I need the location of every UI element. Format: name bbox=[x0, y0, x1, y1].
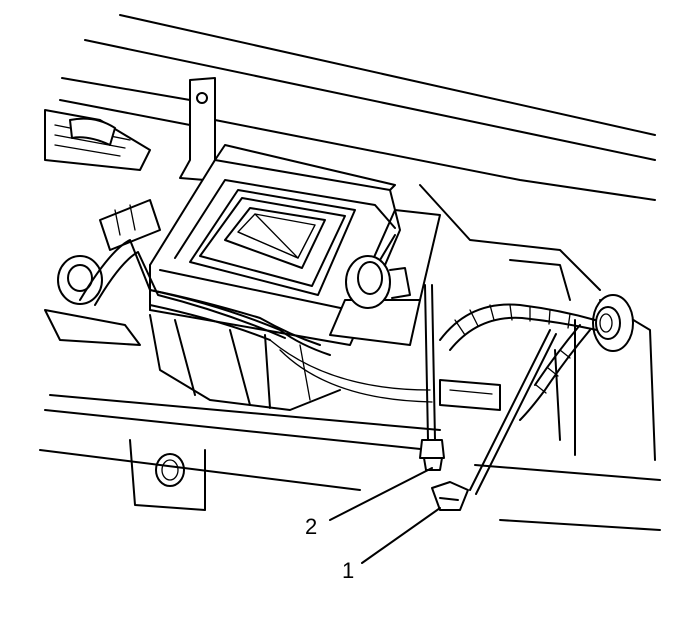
callout-2: 2 bbox=[305, 467, 433, 539]
wiring-harness bbox=[79, 239, 598, 421]
dash-panel bbox=[39, 14, 661, 531]
actuator bbox=[345, 255, 411, 309]
hvac-module bbox=[149, 144, 441, 411]
connector-1 bbox=[431, 481, 469, 511]
callout-1: 1 bbox=[342, 507, 441, 583]
left-components bbox=[44, 109, 161, 346]
callout-2-leader bbox=[329, 467, 433, 521]
sensor-wires bbox=[424, 284, 557, 495]
callout-1-leader bbox=[361, 507, 441, 564]
mounting-bracket bbox=[179, 77, 216, 181]
bolt-hole bbox=[155, 453, 185, 487]
callout-2-label: 2 bbox=[305, 514, 317, 539]
connector-2 bbox=[419, 439, 445, 471]
grommet bbox=[592, 294, 634, 352]
callout-1-label: 1 bbox=[342, 558, 354, 583]
